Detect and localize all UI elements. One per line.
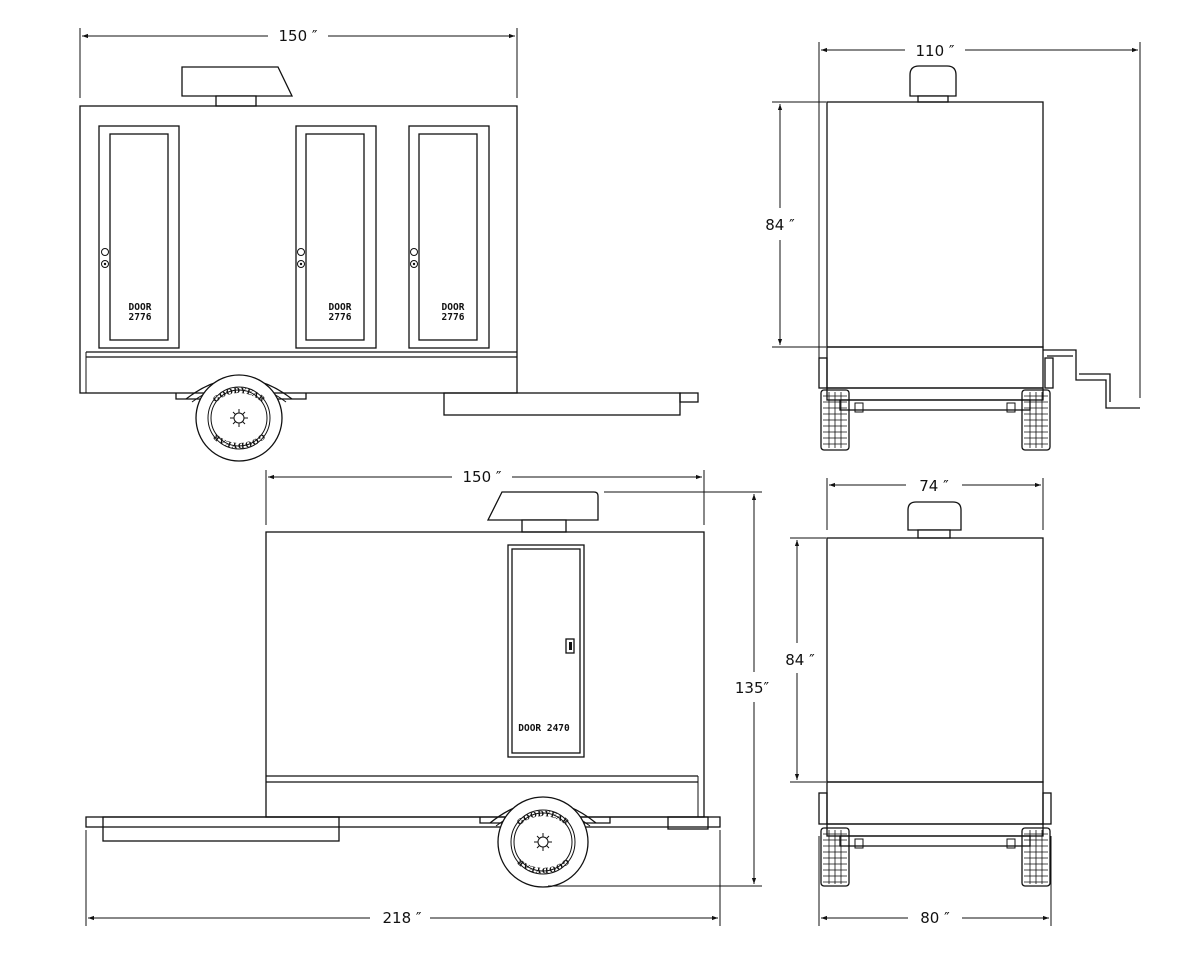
door-single: DOOR 2470 bbox=[507, 544, 585, 758]
roof-vent bbox=[909, 65, 957, 97]
door-label-line2: 2776 bbox=[129, 312, 152, 323]
dimension-label: 80 ″ bbox=[920, 909, 950, 927]
dimension-width-bottom-right: 74 ″ bbox=[826, 477, 1044, 530]
tongue-frame bbox=[443, 392, 681, 416]
tire-left bbox=[820, 827, 850, 887]
tire-right bbox=[1021, 389, 1051, 451]
wheel: GOODYEAR GOODYEAR bbox=[497, 796, 589, 888]
door-2: DOOR 2776 bbox=[295, 125, 377, 349]
dimension-label: 135″ bbox=[735, 679, 770, 697]
door-label-line2: 2776 bbox=[442, 312, 465, 323]
front-view: 110 ″ 84 ″ bbox=[765, 42, 1141, 451]
dimension-height-bottom-right: 84 ″ bbox=[785, 537, 826, 783]
dimension-label: 150 ″ bbox=[278, 27, 317, 45]
door-label-line1: DOOR bbox=[129, 302, 152, 313]
dimension-label: 110 ″ bbox=[915, 42, 954, 60]
dimension-label: 74 ″ bbox=[919, 477, 949, 495]
tire-left bbox=[820, 389, 850, 451]
trailer-body bbox=[265, 531, 705, 818]
dimension-label: 84 ″ bbox=[785, 651, 815, 669]
side-view-single-door: 150 ″ DOOR 2470 GOODYEAR bbox=[85, 468, 770, 927]
dimension-label: 218 ″ bbox=[382, 909, 421, 927]
roof-vent bbox=[486, 491, 599, 521]
trailer-body bbox=[79, 105, 518, 394]
dimension-label: 150 ″ bbox=[462, 468, 501, 486]
chassis-frame bbox=[85, 816, 721, 828]
dimension-total-length: 218 ″ bbox=[85, 830, 721, 927]
dimension-width-bottom-left: 150 ″ bbox=[265, 468, 705, 525]
wheel: GOODYEAR GOODYEAR bbox=[195, 374, 283, 462]
dimension-label: 84 ″ bbox=[765, 216, 795, 234]
door-label-line2: 2776 bbox=[329, 312, 352, 323]
hitch-jack bbox=[1043, 349, 1140, 409]
trailer-body bbox=[826, 537, 1044, 783]
side-view-three-doors: 150 ″ DOOR 2776 DOOR 277 bbox=[79, 27, 699, 462]
dimension-width-top-right: 110 ″ bbox=[818, 42, 1141, 398]
roof-vent bbox=[907, 501, 962, 531]
door-label-line1: DOOR bbox=[442, 302, 465, 313]
door-3: DOOR 2776 bbox=[408, 125, 490, 349]
trailer-body bbox=[826, 101, 1044, 348]
dimension-base-width: 80 ″ bbox=[818, 836, 1052, 927]
dimension-height-top-right: 84 ″ bbox=[765, 101, 826, 348]
door-label: DOOR 2470 bbox=[518, 723, 570, 734]
tire-right bbox=[1021, 827, 1051, 887]
hub-icon bbox=[534, 833, 552, 851]
dimension-width-top-left: 150 ″ bbox=[79, 27, 518, 98]
rear-view: 74 ″ 84 ″ bbox=[785, 477, 1052, 927]
dimension-total-height: 135″ bbox=[548, 491, 770, 887]
hub-icon bbox=[230, 409, 248, 427]
door-1: DOOR 2776 bbox=[98, 125, 180, 349]
roof-vent bbox=[181, 66, 294, 107]
door-handle-icon bbox=[565, 638, 575, 654]
door-label-line1: DOOR bbox=[329, 302, 352, 313]
